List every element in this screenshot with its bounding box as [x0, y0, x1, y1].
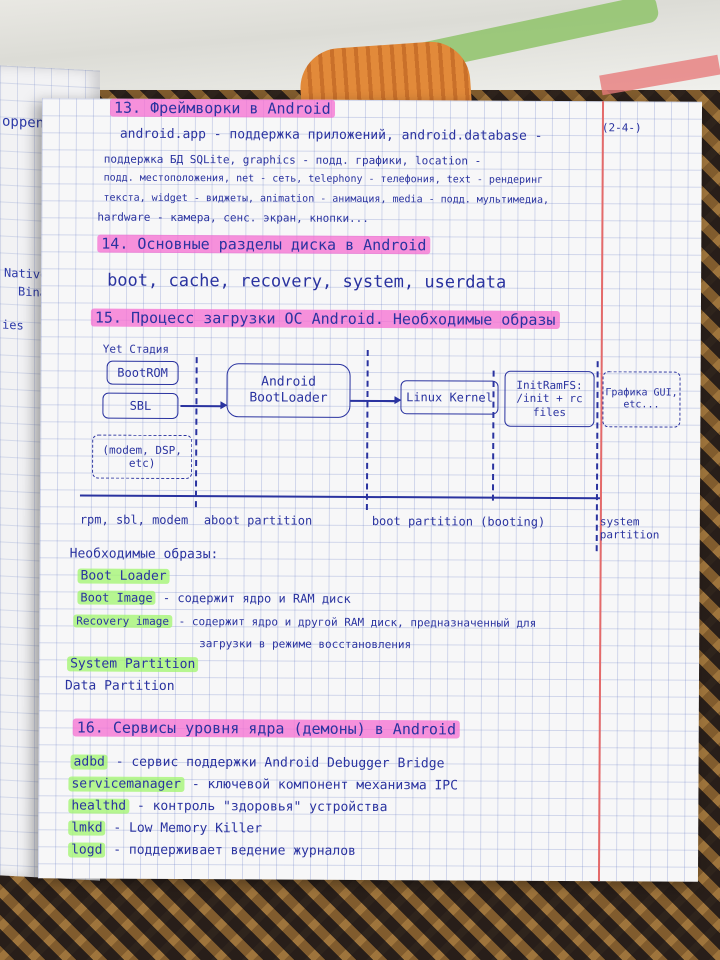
arrow-line — [370, 400, 397, 402]
image-desc: - содержит ядро и другой RAM диск, предн… — [178, 615, 537, 630]
daemon-name: servicemanager — [68, 776, 185, 793]
section-13-line: android.app - поддержка приложений, andr… — [119, 126, 543, 144]
image-desc: - содержит ядро и RAM диск — [162, 590, 351, 606]
android-bootloader-box: Android BootLoader — [226, 363, 351, 418]
notebook-page: (2-4-) 13. Фреймворки в Android android.… — [37, 98, 703, 882]
image-name: Boot Loader — [77, 568, 170, 584]
daemon-name: lmkd — [68, 820, 106, 836]
linux-kernel-box: Linux Kernel — [400, 380, 499, 415]
section-13-line: hardware - камера, сенс. экран, кнопки..… — [97, 210, 369, 225]
timeline-line — [79, 494, 600, 499]
daemon-name: logd — [68, 842, 106, 858]
stage-divider — [365, 349, 369, 510]
partition-label: aboot partition — [203, 513, 313, 528]
partition-label: system partition — [599, 515, 660, 542]
daemon-name: adbd — [70, 754, 108, 770]
section-14-title: 14. Основные разделы диска в Android — [97, 234, 431, 255]
section-13-title: 13. Фреймворки в Android — [109, 98, 335, 118]
first-stage-label: Yet Стадия — [102, 342, 170, 356]
page-number: (2-4-) — [601, 121, 642, 135]
partition-label: rpm, sbl, modem — [79, 512, 189, 528]
daemon-desc: - сервис поддержки Android Debugger Brid… — [115, 754, 445, 772]
sbl-box: SBL — [102, 392, 179, 419]
left-page-text: ies — [2, 317, 24, 333]
daemon-name: healthd — [68, 798, 130, 814]
bootrom-box: BootROM — [106, 360, 179, 385]
stage-divider — [595, 361, 599, 552]
arrow-line — [180, 405, 223, 407]
section-13-line: подд. местоположения, net - сеть, teleph… — [103, 172, 544, 186]
daemon-desc: - Low Memory Killer — [113, 820, 263, 837]
image-name: System Partition — [67, 656, 199, 673]
partition-label: boot partition (booting) — [371, 514, 546, 529]
image-name: Boot Image — [77, 590, 156, 605]
section-13-line: текста, widget - виджеты, animation - ан… — [103, 192, 550, 206]
section-13-line: поддержка БД SQLite, graphics - подд. гр… — [103, 152, 482, 168]
image-name: Recovery image — [73, 614, 173, 628]
image-name: Data Partition — [64, 678, 175, 694]
section-16-title: 16. Сервисы уровня ядра (демоны) в Andro… — [72, 718, 461, 739]
image-desc: загрузки в режиме восстановления — [199, 637, 412, 652]
initramfs-box: InitRamFS: /init + rc files — [504, 370, 595, 428]
daemon-desc: - ключевой компонент механизма IPC — [191, 777, 459, 794]
images-heading: Необходимые образы: — [69, 546, 219, 563]
graphics-box: Графика GUI, etc... — [602, 371, 681, 428]
daemon-desc: - поддерживает ведение журналов — [113, 842, 356, 859]
modem-box: (modem, DSP, etc) — [92, 434, 193, 480]
section-15-title: 15. Процесс загрузки ОС Android. Необход… — [90, 308, 560, 329]
daemon-desc: - контроль "здоровья" устройства — [136, 798, 388, 816]
section-14-body: boot, cache, recovery, system, userdata — [107, 270, 507, 293]
stage-divider — [194, 357, 198, 508]
stage-divider — [491, 370, 495, 501]
margin-line — [597, 101, 604, 882]
